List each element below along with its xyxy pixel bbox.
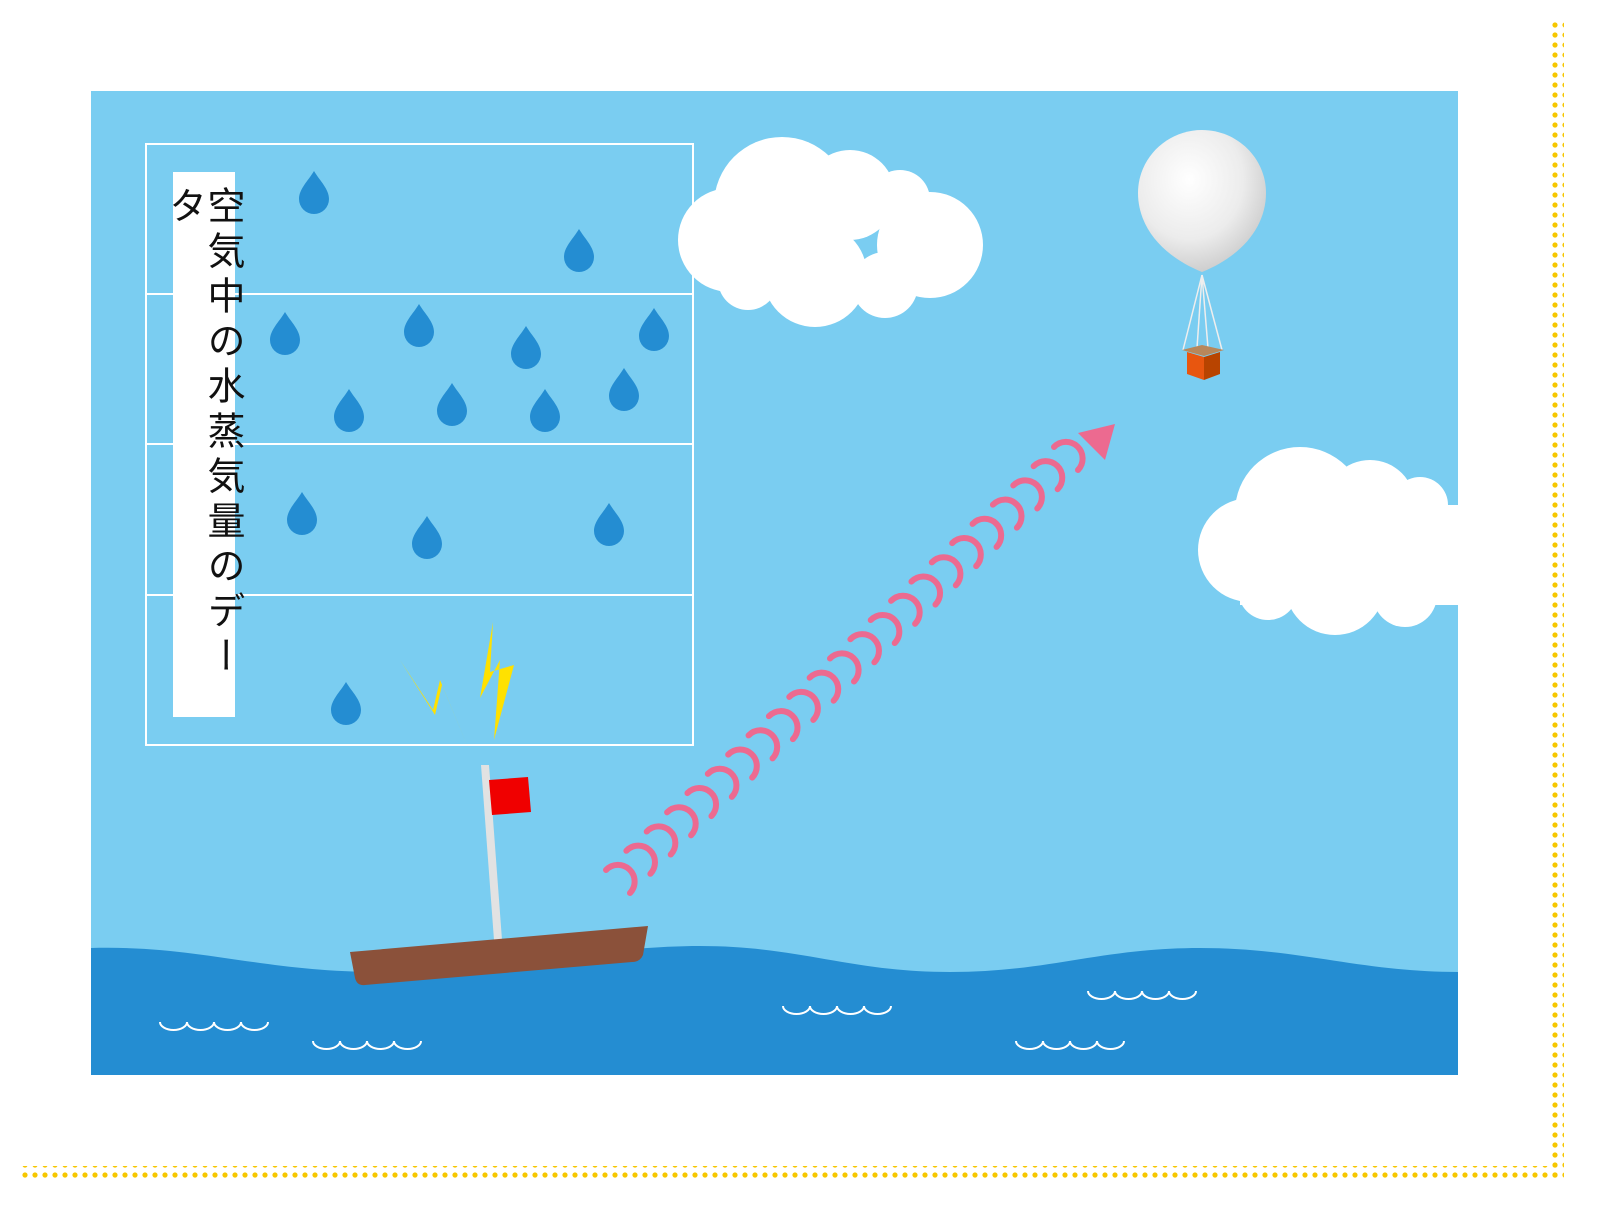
lightning-icon bbox=[400, 660, 470, 752]
signal-arc bbox=[603, 861, 638, 896]
weather-balloon bbox=[1138, 130, 1266, 380]
data-label: 空気中の水蒸気量のデータ bbox=[163, 186, 245, 681]
signal-arc bbox=[623, 842, 658, 877]
buoy-boat bbox=[350, 765, 648, 986]
raindrop-icon bbox=[299, 171, 329, 214]
signal-arc bbox=[806, 669, 842, 704]
flag bbox=[489, 777, 531, 815]
signal-arrowhead bbox=[1078, 424, 1115, 460]
sea-ripple bbox=[782, 1005, 892, 1015]
signal-arc bbox=[704, 765, 740, 800]
data-grid bbox=[145, 143, 694, 746]
raindrop-icon bbox=[270, 312, 300, 355]
raindrop-icon bbox=[609, 368, 639, 411]
signal-arc bbox=[989, 496, 1025, 531]
signal-arc bbox=[888, 592, 923, 627]
raindrop-icon bbox=[331, 682, 361, 725]
dotted-border-bottom bbox=[20, 1166, 1564, 1180]
lightning-icon bbox=[480, 622, 514, 740]
raindrop-icon bbox=[530, 389, 560, 432]
sea-ripples bbox=[159, 990, 1197, 1050]
signal-arc bbox=[786, 688, 821, 723]
signal-arc bbox=[949, 535, 984, 570]
cloud-1 bbox=[678, 137, 983, 327]
raindrop-icon bbox=[564, 229, 594, 272]
raindrops bbox=[270, 171, 669, 725]
raindrop-icon bbox=[594, 503, 624, 546]
raindrop-icon bbox=[639, 308, 669, 351]
sea-ripple bbox=[159, 1021, 269, 1031]
signal-arc bbox=[643, 823, 679, 858]
signal-waves bbox=[603, 438, 1086, 896]
signal-arc bbox=[928, 554, 964, 589]
signal-arc bbox=[827, 650, 862, 685]
signal-arc bbox=[969, 515, 1005, 550]
raindrop-icon bbox=[412, 516, 442, 559]
signal-arc bbox=[765, 708, 801, 743]
data-label-box: 空気中の水蒸気量のデータ bbox=[163, 172, 245, 717]
raindrop-icon bbox=[334, 389, 364, 432]
sea-ripple bbox=[1087, 990, 1197, 1000]
signal-arc bbox=[1010, 477, 1045, 512]
dotted-border-right bbox=[1550, 20, 1564, 1180]
raindrop-icon bbox=[511, 326, 541, 369]
cloud-2 bbox=[1198, 447, 1458, 635]
signal-arc bbox=[1051, 438, 1086, 473]
signal-arc bbox=[684, 784, 720, 820]
signal-arc bbox=[745, 727, 781, 762]
raindrop-icon bbox=[287, 492, 317, 535]
raindrop-icon bbox=[437, 383, 467, 426]
signal-arc bbox=[664, 804, 699, 839]
signal-arc bbox=[1030, 458, 1066, 493]
raindrop-icon bbox=[404, 304, 434, 347]
sea-ripple bbox=[1015, 1040, 1125, 1050]
signal-arc bbox=[725, 746, 760, 781]
signal-arc bbox=[867, 611, 903, 647]
signal-arc bbox=[908, 573, 944, 608]
sea-ripple bbox=[312, 1040, 422, 1050]
signal-arc bbox=[847, 631, 882, 666]
